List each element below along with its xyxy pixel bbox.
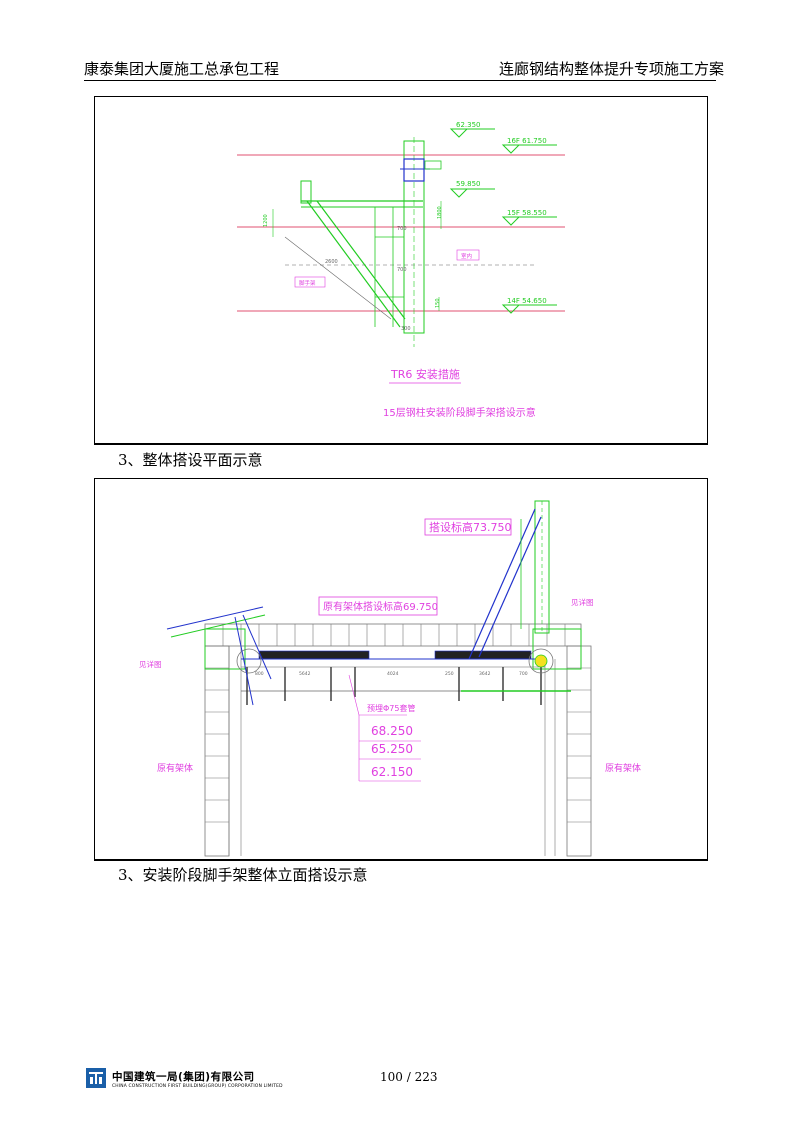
figure-1-title: TR6 安装措施 [390,367,460,381]
tag-indoor: 室内 [461,252,472,260]
company-name-cn: 中国建筑一局(集团)有限公司 [112,1071,255,1083]
dim-4024: 4024 [387,671,399,677]
level-mark-2: 59.850 [456,180,481,188]
company-name-en: CHINA CONSTRUCTION FIRST BUILDING(GROUP)… [112,1084,283,1089]
tag-scaffold: 脚手架 [299,279,316,287]
label-see-detail-right: 见详图 [571,597,594,607]
dim-2600: 2600 [325,259,338,265]
page-footer: 中国建筑一局(集团)有限公司 CHINA CONSTRUCTION FIRST … [0,1068,800,1098]
label-top-elevation: 搭设标高73.750 [429,520,512,534]
elevation-65250: 65.250 [371,742,413,756]
elevation-68250: 68.250 [371,724,413,738]
caption-1: 3、整体搭设平面示意 [118,451,263,469]
figure-2-drawing: 搭设标高73.750 原有架体搭设标高69.750 见详图 见详图 预埋Φ75套… [139,500,641,857]
figure-1-frame: 62.350 16F 61.750 59.850 15F 58.550 14F … [94,96,708,445]
dim-250: 250 [445,671,454,677]
dim-1200: 1200 [263,214,269,227]
label-embedded-sleeve: 预埋Φ75套管 [367,703,415,713]
floor-level-16f: 16F 61.750 [507,137,547,145]
floor-level-14f: 14F 54.650 [507,297,547,305]
label-original-frame-left: 原有架体 [157,762,193,774]
header-rule [84,80,716,81]
header-right-title: 连廊钢结构整体提升专项施工方案 [498,60,724,78]
dim-300: 300 [401,326,411,332]
company-logo-icon [86,1068,106,1088]
elevation-62150: 62.150 [371,765,413,779]
dim-700: 700 [519,671,528,677]
label-see-detail-left: 见详图 [139,659,162,669]
level-mark-1: 62.350 [456,121,481,129]
figure-2-frame: 搭设标高73.750 原有架体搭设标高69.750 见详图 见详图 预埋Φ75套… [94,478,708,861]
dim-3642: 3642 [479,671,491,677]
page-number: 100 / 223 [380,1070,438,1084]
figure-1-subtitle: 15层钢柱安装阶段脚手架搭设示意 [383,406,536,419]
figure-1-drawing: 62.350 16F 61.750 59.850 15F 58.550 14F … [237,121,565,419]
dim-1800: 1800 [437,206,443,219]
caption-2: 3、安装阶段脚手架整体立面搭设示意 [118,866,368,884]
dim-700-a: 700 [397,226,407,232]
header-left-title: 康泰集团大厦施工总承包工程 [84,60,280,78]
dim-150: 150 [435,298,441,308]
label-original-frame-right: 原有架体 [605,762,641,774]
dim-700-b: 700 [397,267,407,273]
floor-level-15f: 15F 58.550 [507,209,547,217]
dim-800: 800 [255,671,264,677]
dim-5642: 5642 [299,671,311,677]
label-original-elevation: 原有架体搭设标高69.750 [323,600,438,613]
